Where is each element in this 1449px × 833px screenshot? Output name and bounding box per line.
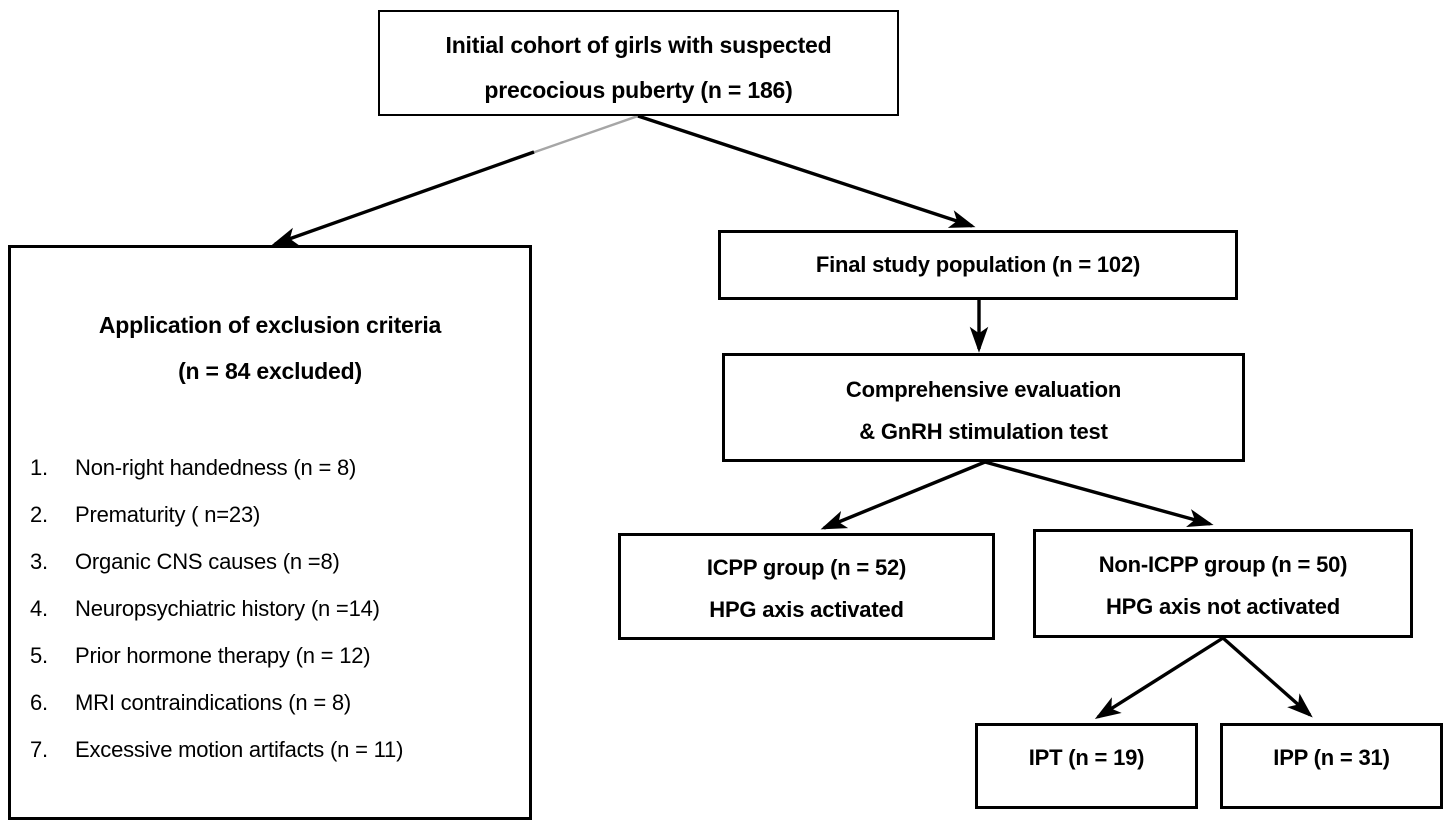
arrow-initial-to-exclusion <box>271 150 535 246</box>
node-initial-cohort: Initial cohort of girls with suspected p… <box>378 10 899 116</box>
exclusion-item-1: 1. Non-right handedness (n = 8) <box>11 444 529 491</box>
node-final-population-label: Final study population (n = 102) <box>815 252 1141 277</box>
exclusion-title-line2: (n = 84 excluded) <box>178 358 362 384</box>
exclusion-item-number: 6. <box>30 689 48 715</box>
exclusion-list: 1. Non-right handedness (n = 8) 2. Prema… <box>11 444 529 773</box>
exclusion-item-text: Prematurity ( n=23) <box>75 501 261 527</box>
exclusion-item-number: 2. <box>30 501 48 527</box>
node-ipt: IPT (n = 19) <box>975 723 1198 809</box>
exclusion-item-text: Neuropsychiatric history (n =14) <box>75 595 380 621</box>
arrow-initial-to-final <box>637 114 976 228</box>
node-comprehensive-evaluation: Comprehensive evaluation & GnRH stimulat… <box>722 353 1245 462</box>
node-evaluation-line2: & GnRH stimulation test <box>859 419 1108 444</box>
exclusion-item-3: 3. Organic CNS causes (n =8) <box>11 538 529 585</box>
node-final-population: Final study population (n = 102) <box>718 230 1238 300</box>
arrow-evaluation-to-icpp <box>820 460 986 530</box>
arrow-evaluation-to-nonicpp <box>984 460 1214 528</box>
node-ipp-label: IPP (n = 31) <box>1273 745 1390 770</box>
exclusion-item-number: 5. <box>30 642 48 668</box>
node-icpp-line1: ICPP group (n = 52) <box>706 555 907 580</box>
arrow-nonicpp-to-ipp <box>1221 636 1313 718</box>
exclusion-item-5: 5. Prior hormone therapy (n = 12) <box>11 632 529 679</box>
exclusion-item-2: 2. Prematurity ( n=23) <box>11 491 529 538</box>
exclusion-item-text: Excessive motion artifacts (n = 11) <box>75 736 404 762</box>
exclusion-title: Application of exclusion criteria (n = 8… <box>11 302 529 394</box>
exclusion-item-number: 1. <box>30 454 48 480</box>
node-non-icpp-group: Non-ICPP group (n = 50) HPG axis not act… <box>1033 529 1413 638</box>
exclusion-item-4: 4. Neuropsychiatric history (n =14) <box>11 585 529 632</box>
node-icpp-line2: HPG axis activated <box>709 597 904 622</box>
exclusion-item-text: Organic CNS causes (n =8) <box>75 548 340 574</box>
exclusion-item-number: 3. <box>30 548 48 574</box>
exclusion-item-number: 7. <box>30 736 48 762</box>
exclusion-item-text: MRI contraindications (n = 8) <box>75 689 352 715</box>
exclusion-item-7: 7. Excessive motion artifacts (n = 11) <box>11 726 529 773</box>
arrow-nonicpp-to-ipt <box>1094 636 1224 719</box>
node-non-icpp-line1: Non-ICPP group (n = 50) <box>1098 552 1348 577</box>
node-icpp-group: ICPP group (n = 52) HPG axis activated <box>618 533 995 640</box>
node-initial-cohort-line2: precocious puberty (n = 186) <box>484 76 793 103</box>
exclusion-item-text: Prior hormone therapy (n = 12) <box>75 642 371 668</box>
node-non-icpp-line2: HPG axis not activated <box>1105 594 1340 619</box>
exclusion-item-text: Non-right handedness (n = 8) <box>75 454 357 480</box>
node-ipp: IPP (n = 31) <box>1220 723 1443 809</box>
node-initial-cohort-line1: Initial cohort of girls with suspected <box>445 31 832 58</box>
exclusion-title-line1: Application of exclusion criteria <box>98 312 442 338</box>
node-ipt-label: IPT (n = 19) <box>1028 745 1145 770</box>
node-exclusion-criteria: Application of exclusion criteria (n = 8… <box>8 245 532 820</box>
arrow-initial-to-exclusion-faded-segment <box>531 114 639 155</box>
node-evaluation-line1: Comprehensive evaluation <box>845 377 1122 402</box>
exclusion-item-number: 4. <box>30 595 48 621</box>
exclusion-item-6: 6. MRI contraindications (n = 8) <box>11 679 529 726</box>
